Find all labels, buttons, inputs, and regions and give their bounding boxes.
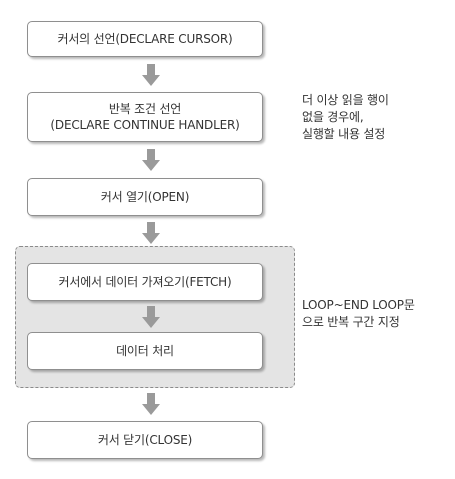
loop-note-line-1: LOOP~END LOOP문 [302,298,415,312]
down-arrow-icon [142,306,160,328]
down-arrow-icon [142,222,160,244]
handler-note: 더 이상 읽을 행이 없을 경우에, 실행할 내용 설정 [302,92,389,143]
step-declare-handler-title: 반복 조건 선언 [108,101,182,116]
down-arrow-icon [142,64,160,86]
step-declare-cursor-label: 커서의 선언(DECLARE CURSOR) [57,31,233,46]
down-arrow-icon [142,393,160,415]
step-open-cursor: 커서 열기(OPEN) [27,178,263,216]
step-fetch-label: 커서에서 데이터 가져오기(FETCH) [58,274,232,289]
handler-note-line-1: 더 이상 읽을 행이 [302,93,389,107]
step-close-cursor-label: 커서 닫기(CLOSE) [97,432,193,447]
down-arrow-icon [142,149,160,171]
step-declare-cursor: 커서의 선언(DECLARE CURSOR) [27,21,263,57]
step-process-data: 데이터 처리 [27,332,263,370]
step-fetch: 커서에서 데이터 가져오기(FETCH) [27,263,263,301]
step-declare-handler: 반복 조건 선언 (DECLARE CONTINUE HANDLER) [27,92,263,142]
handler-note-line-3: 실행할 내용 설정 [302,127,386,141]
loop-note: LOOP~END LOOP문 으로 반복 구간 지정 [302,297,415,331]
handler-note-line-2: 없을 경우에, [302,110,364,124]
step-close-cursor: 커서 닫기(CLOSE) [27,421,263,459]
step-process-data-label: 데이터 처리 [116,343,174,358]
step-declare-handler-subtitle: (DECLARE CONTINUE HANDLER) [50,118,240,132]
loop-note-line-2: 으로 반복 구간 지정 [302,315,400,329]
step-open-cursor-label: 커서 열기(OPEN) [100,189,190,204]
